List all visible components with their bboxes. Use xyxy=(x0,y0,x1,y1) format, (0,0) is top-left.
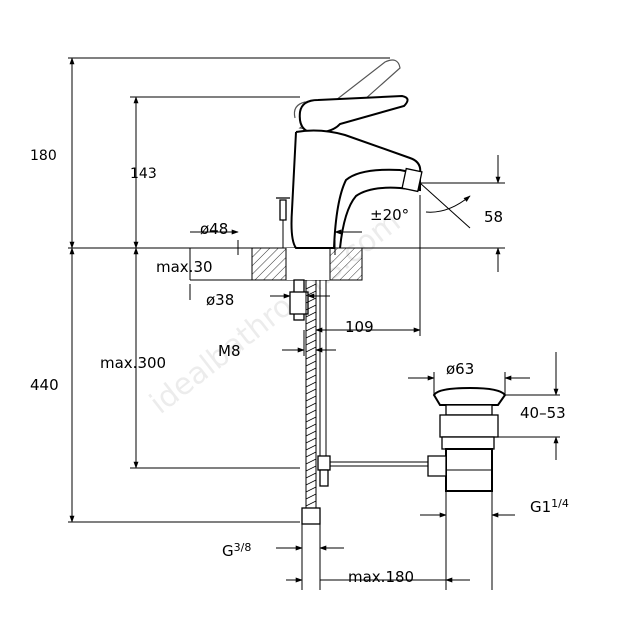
hose-braid-mark xyxy=(305,381,317,388)
hose-braid-mark xyxy=(305,479,317,486)
popup-knob xyxy=(276,197,290,221)
mixer-body xyxy=(276,59,423,249)
hose-braid-mark xyxy=(305,416,317,423)
hose-braid-mark xyxy=(305,318,317,325)
hose-braid-mark xyxy=(305,451,317,458)
label-440: 440 xyxy=(30,376,59,394)
label-m8: M8 xyxy=(218,342,241,360)
pop-up-rod xyxy=(317,280,430,487)
hose-braid-mark xyxy=(305,353,317,360)
hose-braid-mark xyxy=(305,297,317,304)
hose-braid-mark xyxy=(305,311,317,318)
label-180: 180 xyxy=(30,148,57,164)
hose-braid-mark xyxy=(305,332,317,339)
label-143: 143 xyxy=(130,166,157,182)
hose-braid-mark xyxy=(305,367,317,374)
hose-braid-mark xyxy=(305,472,317,479)
hose-braid-mark xyxy=(305,423,317,430)
dimension-lines xyxy=(69,57,560,590)
label-max-180: max.180 xyxy=(348,568,414,586)
lever-handle xyxy=(298,94,409,135)
inlet-nut xyxy=(301,507,321,525)
label-angle: ±20° xyxy=(370,206,409,224)
hose-braid-mark xyxy=(305,458,317,465)
hose-braid-mark xyxy=(305,500,317,507)
hose-braid-mark xyxy=(305,346,317,353)
label-inlet-thread: G3/8 xyxy=(222,541,251,560)
label-deck-diameter: ø48 xyxy=(200,220,228,238)
label-max-deck: max.30 xyxy=(156,258,213,276)
label-58: 58 xyxy=(484,208,503,226)
hose-braid-mark xyxy=(305,444,317,451)
hose-braid-mark xyxy=(305,437,317,444)
watermark: idealbathrooms.com xyxy=(143,204,407,421)
label-waste-thread: G11/4 xyxy=(530,497,569,516)
hose-braid-mark xyxy=(305,339,317,346)
hose-braid-mark xyxy=(305,360,317,367)
hose-braid-mark xyxy=(305,486,317,493)
hose-braid-mark xyxy=(305,283,317,290)
hose-braid-mark xyxy=(305,430,317,437)
mixer-body-shape xyxy=(290,129,422,249)
dimension-labels: 180 143 ø48 max.30 ø38 109 M8 max.300 44… xyxy=(30,148,569,586)
hose-braid-mark xyxy=(305,409,317,416)
hose-braid-mark xyxy=(305,493,317,500)
countertop xyxy=(251,247,363,281)
hose-braid-mark xyxy=(305,395,317,402)
waste-flange xyxy=(432,386,507,406)
label-109: 109 xyxy=(345,318,374,336)
waste-assembly xyxy=(427,386,507,492)
hose-braid-mark xyxy=(305,374,317,381)
hose-braid-mark xyxy=(305,325,317,332)
hose-braid-mark xyxy=(305,402,317,409)
hose-braid-mark xyxy=(305,388,317,395)
hose-braid-mark xyxy=(305,304,317,311)
label-shank-diameter: ø38 xyxy=(206,291,234,309)
label-waste-diameter: ø63 xyxy=(446,360,474,378)
label-waste-range: 40–53 xyxy=(520,404,566,422)
lever-ghost xyxy=(298,59,401,133)
hose-braid-mark xyxy=(305,465,317,472)
under-deck-assembly xyxy=(289,279,430,525)
aerator xyxy=(401,167,423,193)
label-max-300: max.300 xyxy=(100,354,166,372)
